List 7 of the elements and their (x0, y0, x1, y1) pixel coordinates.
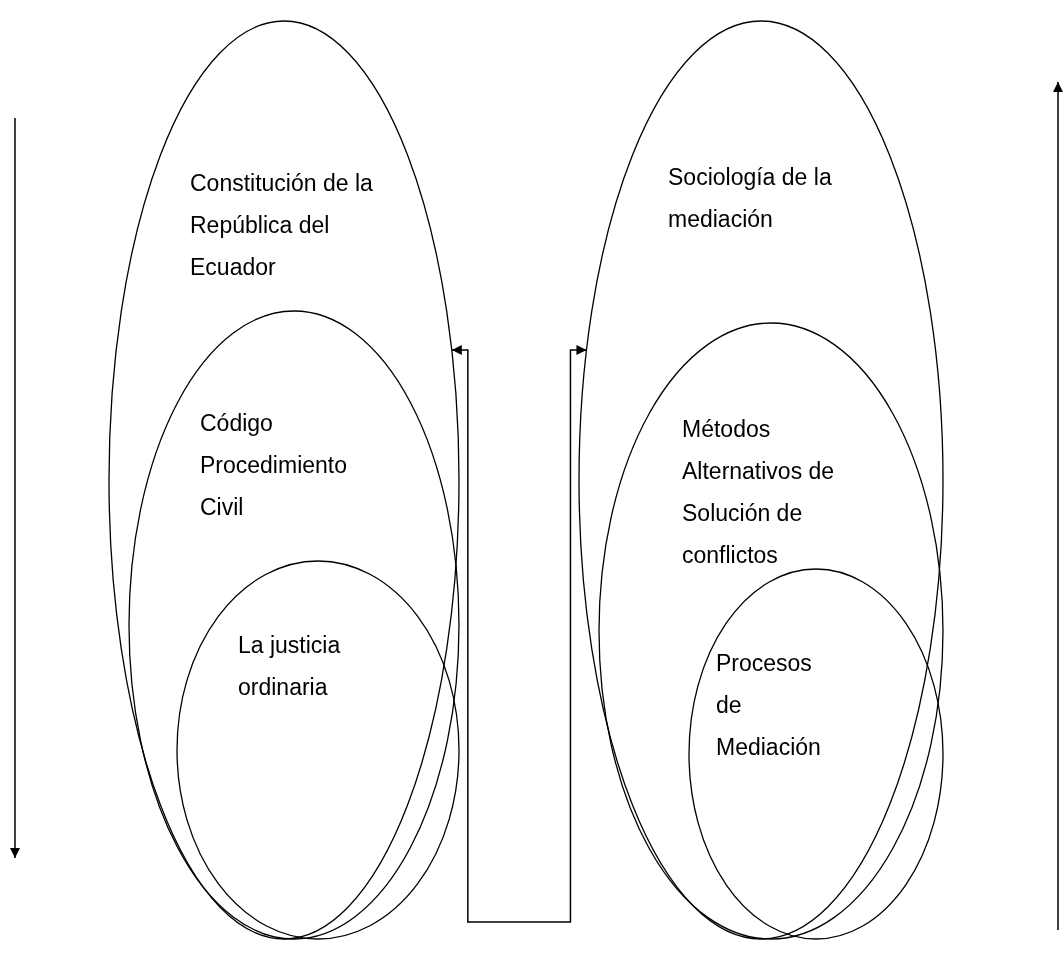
node-label: Procesos de Mediación (716, 649, 822, 762)
node-label: Código Procedimiento Civil (200, 409, 349, 522)
node-label: Constitución de la República del Ecuador (190, 169, 374, 282)
node-label: Métodos Alternativos de Solución de conflictos (682, 415, 836, 570)
double-arrow (451, 345, 588, 923)
node-label: La justicia ordinaria (238, 631, 342, 702)
node-label: Sociología de la mediación (668, 163, 833, 234)
